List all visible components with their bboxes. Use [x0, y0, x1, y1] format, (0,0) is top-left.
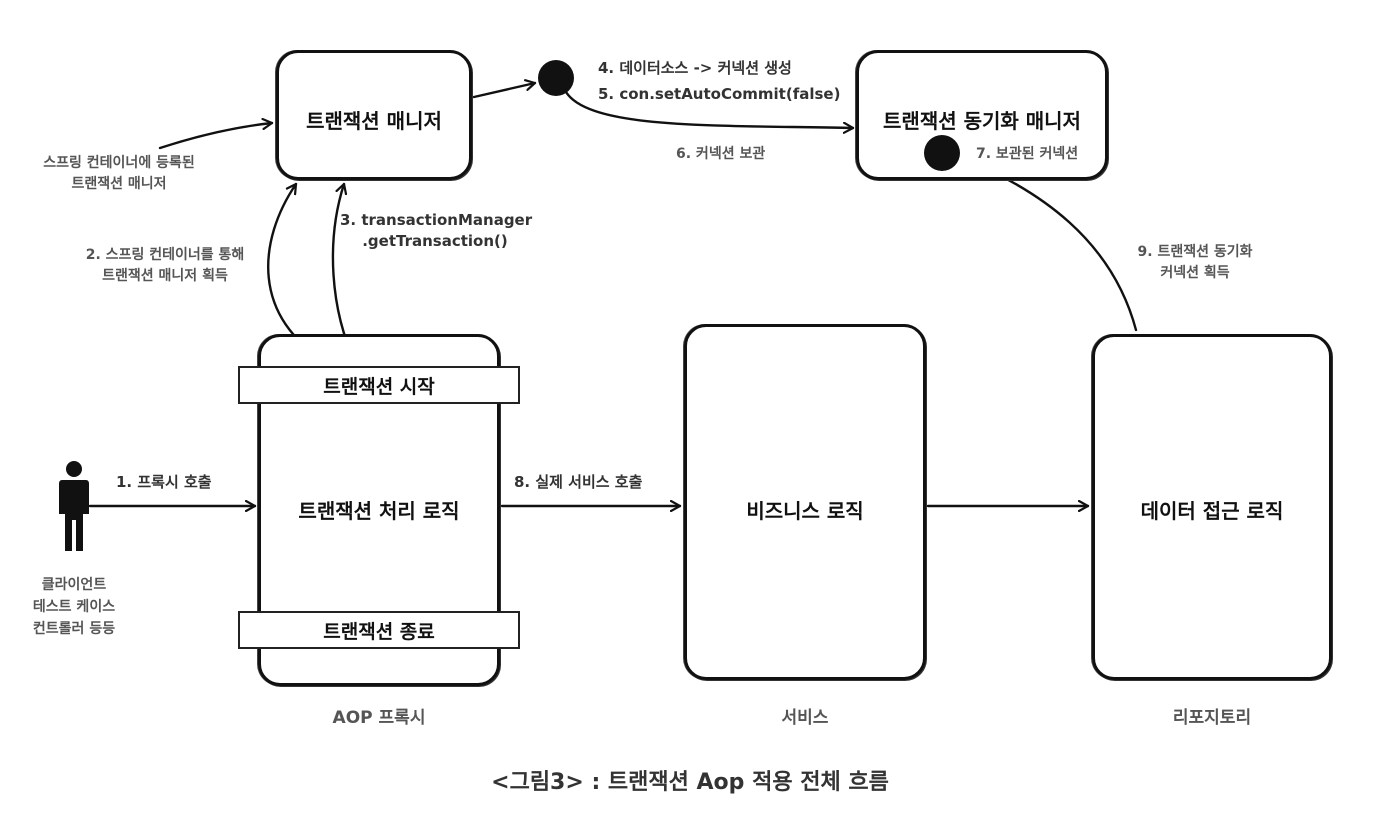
transaction-manager-title: 트랜잭션 매니저	[306, 109, 442, 133]
aop-proxy-label: AOP 프록시	[332, 708, 426, 728]
business-logic-title: 비즈니스 로직	[746, 499, 864, 523]
client-label: 클라이언트 테스트 케이스 컨트롤러 등등	[14, 574, 134, 640]
step2-label: 2. 스프링 컨테이너를 통해 트랜잭션 매니저 획득	[60, 245, 270, 287]
step9-label: 9. 트랜잭션 동기화 커넥션 획득	[1090, 242, 1300, 284]
figure-caption: <그림3> : 트랜잭션 Aop 적용 전체 흐름	[491, 770, 889, 795]
transaction-manager-box: 트랜잭션 매니저	[276, 50, 472, 180]
stored-connection-dot	[924, 135, 960, 171]
repository-label: 리포지토리	[1172, 708, 1252, 728]
step3-line2: .getTransaction()	[362, 232, 508, 250]
step2-line1: 2. 스프링 컨테이너를 통해	[85, 247, 245, 263]
service-label: 서비스	[781, 708, 829, 728]
arrow-registered-to-manager	[158, 123, 274, 150]
step3-line1: 3. transactionManager	[340, 211, 533, 229]
transaction-sync-manager-box: 트랜잭션 동기화 매니저	[856, 50, 1108, 180]
step1-label: 1. 프록시 호출	[116, 473, 212, 491]
arrow-connection-to-sync	[564, 90, 855, 128]
transaction-logic-title: 트랜잭션 처리 로직	[298, 499, 460, 523]
step6-label: 6. 커넥션 보관	[676, 146, 766, 162]
step7-label: 7. 보관된 커넥션	[976, 146, 1079, 162]
spring-registered-label: 스프링 컨테이너에 등록된 트랜잭션 매니저	[14, 153, 224, 195]
client-label-line2: 테스트 케이스	[32, 599, 116, 615]
client-label-line3: 컨트롤러 등등	[32, 621, 116, 637]
step9-line1: 9. 트랜잭션 동기화	[1137, 244, 1253, 260]
step4-label: 4. 데이터소스 -> 커넥션 생성	[598, 59, 792, 77]
transaction-sync-manager-title: 트랜잭션 동기화 매니저	[883, 109, 1081, 133]
client-label-line1: 클라이언트	[41, 577, 107, 593]
step5-label: 5. con.setAutoCommit(false)	[598, 85, 841, 103]
step8-label: 8. 실제 서비스 호출	[514, 473, 643, 491]
step3-label: 3. transactionManager .getTransaction()	[340, 210, 533, 252]
spring-registered-line2: 트랜잭션 매니저	[71, 176, 167, 192]
step9-line2: 커넥션 획득	[1160, 265, 1230, 281]
repository-box: 데이터 접근 로직	[1092, 334, 1332, 680]
spring-registered-line1: 스프링 컨테이너에 등록된	[43, 155, 195, 171]
service-box: 비즈니스 로직	[684, 324, 926, 680]
transaction-start-band: 트랜잭션 시작	[238, 366, 520, 404]
transaction-end-band: 트랜잭션 종료	[238, 611, 520, 649]
arrow-manager-to-connection	[472, 83, 537, 99]
step2-line2: 트랜잭션 매니저 획득	[102, 268, 228, 284]
data-access-title: 데이터 접근 로직	[1140, 499, 1284, 523]
client-person-icon	[59, 461, 89, 551]
connection-dot	[538, 60, 574, 96]
